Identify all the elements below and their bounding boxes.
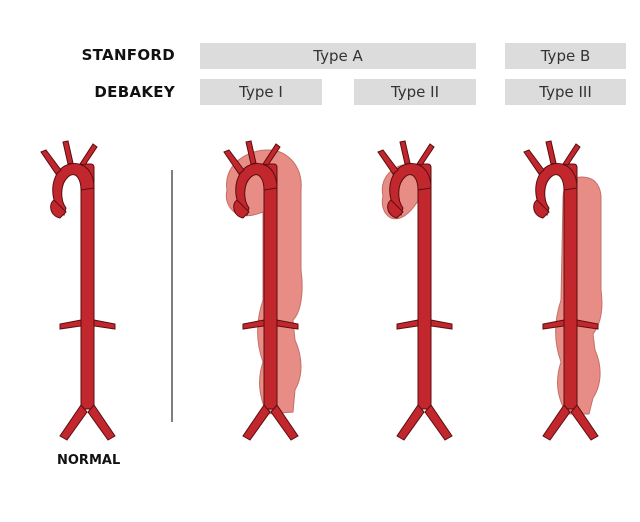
normal-aorta bbox=[40, 140, 116, 441]
stanford-type-a-pill: Type A bbox=[200, 43, 476, 69]
type-i-aorta bbox=[223, 140, 303, 441]
type-iii-aorta bbox=[523, 140, 603, 441]
type-ii-aorta bbox=[377, 140, 453, 441]
debakey-type-ii-pill: Type II bbox=[354, 79, 476, 105]
debakey-type-iii-pill: Type III bbox=[505, 79, 626, 105]
debakey-row-label: DEBAKEY bbox=[94, 83, 175, 101]
stanford-row-label: STANFORD bbox=[81, 46, 175, 64]
debakey-type-i-pill: Type I bbox=[200, 79, 322, 105]
stanford-type-b-pill: Type B bbox=[505, 43, 626, 69]
type-iii-dissection-region bbox=[555, 176, 603, 415]
normal-caption: NORMAL bbox=[57, 453, 121, 468]
